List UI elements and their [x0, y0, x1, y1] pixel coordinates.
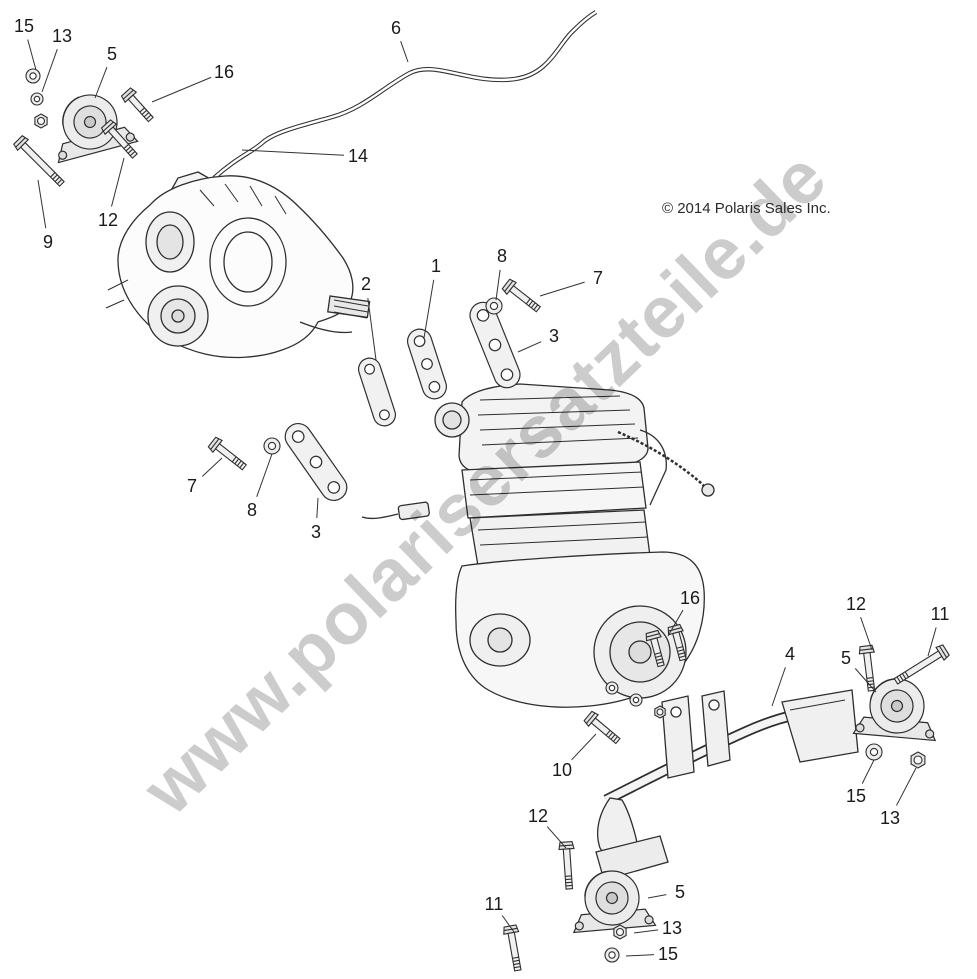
bolt-icon — [503, 924, 522, 972]
callout-number: 5 — [841, 648, 851, 668]
bolt-icon — [501, 278, 542, 313]
callouts-layer: 15 13 5 16 6 9 12 14 1 8 7 3 2 7 8 3 16 12 11 4 5 10 15 13 12 11 5… — [14, 16, 949, 964]
callout-leader — [861, 759, 875, 784]
callout-number: 7 — [187, 476, 197, 496]
callout-leader — [94, 66, 108, 99]
bolt-icon — [893, 644, 950, 685]
callout-leader — [495, 269, 501, 301]
callout-leader — [667, 609, 684, 637]
callout-number: 4 — [785, 644, 795, 664]
callout-number: 9 — [43, 232, 53, 252]
callout-number: 13 — [52, 26, 72, 46]
washer-icon — [605, 681, 619, 695]
callout-leader — [571, 733, 597, 761]
bracket-plates-layer — [284, 301, 521, 501]
nut-icon — [910, 751, 926, 769]
callout-leader — [256, 453, 273, 497]
washer-icon — [604, 947, 620, 963]
nut-icon — [654, 705, 666, 719]
callout-number: 11 — [931, 604, 950, 624]
washer-icon — [263, 437, 281, 455]
callout-leader — [501, 915, 515, 933]
callout-leader — [27, 39, 37, 71]
callout-number: 3 — [311, 522, 321, 542]
callout-leader — [400, 41, 409, 63]
callout-leader — [41, 49, 58, 93]
callout-leader — [860, 617, 873, 651]
bolt-icon — [667, 623, 687, 662]
callout-leader — [625, 954, 655, 957]
callout-number: 16 — [214, 62, 234, 82]
callout-leader — [539, 281, 585, 297]
callout-leader — [896, 767, 917, 806]
bolt-icon — [207, 436, 248, 471]
nut-icon — [613, 924, 627, 940]
mount-bracket-plate — [357, 357, 397, 427]
callout-leader — [771, 667, 786, 707]
callout-number: 2 — [361, 274, 371, 294]
callout-number: 8 — [247, 500, 257, 520]
callout-leader — [546, 826, 567, 849]
mount-bracket-plate — [284, 423, 348, 501]
rubber-mount — [572, 870, 657, 934]
callout-leader — [151, 76, 212, 103]
washer-icon — [865, 743, 883, 761]
bolt-icon — [120, 87, 154, 123]
callout-number: 12 — [528, 806, 548, 826]
callout-number: 16 — [680, 588, 700, 608]
callout-number: 8 — [497, 246, 507, 266]
callout-leader — [633, 929, 659, 934]
callout-number: 15 — [658, 944, 678, 964]
callout-leader — [927, 627, 937, 657]
callout-leader — [241, 149, 345, 156]
washer-icon — [30, 92, 44, 106]
bolt-icon — [558, 841, 575, 890]
nut-icon — [34, 113, 48, 129]
callout-leader — [647, 894, 667, 899]
bolt-icon — [858, 644, 876, 692]
callout-number: 13 — [880, 808, 900, 828]
engine — [361, 383, 715, 708]
washer-icon — [25, 68, 41, 84]
mount-bracket-plate — [469, 301, 521, 389]
transmission — [105, 171, 371, 359]
vent-hose — [212, 10, 598, 180]
rubber-mounts-layer — [57, 94, 937, 934]
callout-leader — [423, 279, 435, 339]
callout-number: 12 — [98, 210, 118, 230]
callout-leader — [517, 341, 542, 353]
washer-icon — [485, 297, 503, 315]
callout-number: 14 — [348, 146, 368, 166]
callout-leader — [854, 668, 877, 693]
static-art — [105, 10, 859, 881]
callout-number: 5 — [675, 882, 685, 902]
callout-number: 5 — [107, 44, 117, 64]
callout-number: 6 — [391, 18, 401, 38]
callout-number: 3 — [549, 326, 559, 346]
callout-leader — [37, 179, 47, 229]
fasteners-layer — [13, 68, 950, 972]
callout-number: 13 — [662, 918, 682, 938]
mount-frame — [595, 689, 859, 881]
callout-leader — [367, 297, 377, 361]
callout-number: 1 — [431, 256, 441, 276]
callout-leader — [201, 457, 223, 477]
bolt-icon — [583, 710, 621, 745]
bolt-icon — [13, 135, 65, 187]
callout-number: 12 — [846, 594, 866, 614]
callout-leader — [111, 157, 125, 207]
callout-leader — [316, 497, 319, 519]
callout-number: 15 — [14, 16, 34, 36]
callout-number: 10 — [552, 760, 572, 780]
bolt-icon — [100, 119, 138, 159]
bolt-icon — [645, 629, 665, 668]
callout-number: 11 — [485, 894, 504, 914]
callout-number: 15 — [846, 786, 866, 806]
washer-icon — [629, 693, 643, 707]
callout-number: 7 — [593, 268, 603, 288]
rubber-mount — [852, 678, 937, 742]
mount-bracket-plate — [406, 328, 448, 400]
copyright-text: © 2014 Polaris Sales Inc. — [662, 200, 831, 217]
